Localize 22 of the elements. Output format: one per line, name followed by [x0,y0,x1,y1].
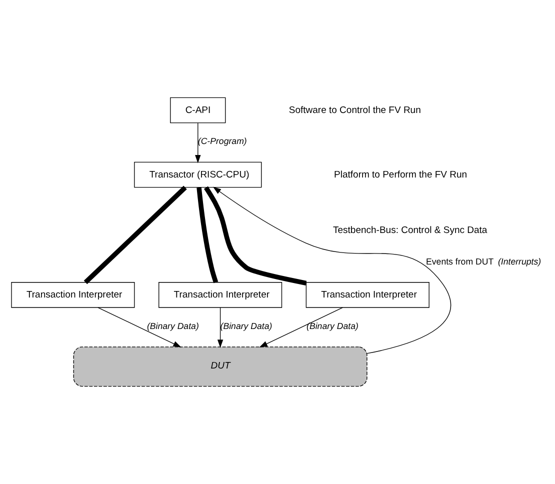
arrow [195,122,201,164]
node-box: C-API [170,97,226,124]
label: Platform to Perform the FV Run [334,169,468,180]
label: Testbench-Bus: Control & Sync Data [333,224,488,236]
edge-label: Events from DUT (Interrupts) [426,256,542,266]
arrow [212,186,451,354]
arrow [217,307,224,348]
edge-label: (Binary Data) [220,320,272,331]
node-box: Transaction Interpreter [158,282,282,308]
edge-label: (Binary Data) [146,320,199,331]
node-box: DUT [73,346,368,387]
connector [204,186,307,286]
connector [196,187,218,284]
node-box: Transactor (RISC-CPU) [134,162,262,188]
arrow [98,307,182,348]
edge-label: (C-Program) [198,136,247,146]
edge-label: (Binary Data) [306,320,358,331]
node-box: Transaction Interpreter [306,282,430,308]
arrow [259,307,343,348]
connector [84,186,187,284]
node-box: Transaction Interpreter [11,282,135,308]
label: Software to Control the FV Run [288,104,421,116]
